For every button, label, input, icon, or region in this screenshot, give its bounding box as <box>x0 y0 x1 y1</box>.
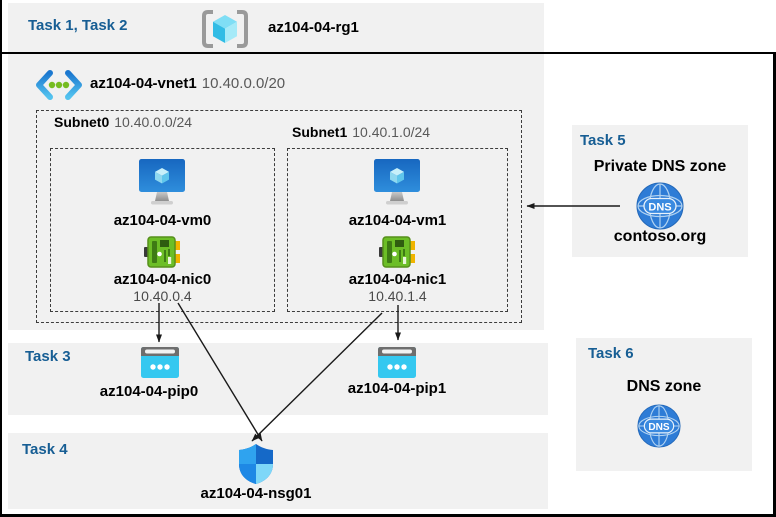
dns-icon-text: DNS <box>648 202 671 214</box>
nic1-name: az104-04-nic1 <box>348 271 447 288</box>
resource-group-icon <box>197 8 253 50</box>
nic0-icon <box>144 235 180 269</box>
nsg-name: az104-04-nsg01 <box>200 485 312 502</box>
task5-panel: Task 5 Private DNS zone DNS contoso.org <box>572 125 748 257</box>
pip1-name: az104-04-pip1 <box>347 380 447 397</box>
task3-label: Task 3 <box>25 348 71 365</box>
banner-task1-task2: Task 1, Task 2 az104-04-rg1 <box>8 3 544 52</box>
task4-panel: Task 4 <box>8 433 548 509</box>
task6-label: Task 6 <box>588 345 634 362</box>
nic1-ip: 10.40.1.4 <box>368 288 427 304</box>
border-right <box>773 52 776 517</box>
dns-zone-icon: DNS <box>637 404 681 448</box>
vm0-icon <box>138 159 186 209</box>
subnet1-name: Subnet1 <box>292 124 348 140</box>
vnet-region <box>8 54 544 330</box>
task4-label: Task 4 <box>22 441 68 458</box>
subnet0-box <box>50 148 275 312</box>
resource-group-name: az104-04-rg1 <box>268 19 359 36</box>
vnet-name: az104-04-vnet1 <box>90 75 197 92</box>
pip0-icon <box>141 347 179 378</box>
nic0-name: az104-04-nic0 <box>113 271 212 288</box>
pip0-name: az104-04-pip0 <box>99 383 199 400</box>
pip1-icon <box>378 347 416 378</box>
border-bottom <box>0 514 776 517</box>
border-left <box>0 0 2 517</box>
vm0-name: az104-04-vm0 <box>113 212 212 229</box>
vm1-name: az104-04-vm1 <box>348 212 447 229</box>
dns-zone-title: DNS zone <box>626 378 702 395</box>
nic0-ip: 10.40.0.4 <box>133 288 192 304</box>
private-dns-zone-icon: DNS <box>636 182 684 230</box>
border-top <box>0 52 776 54</box>
vnet-icon <box>36 70 82 100</box>
nic1-icon <box>379 235 415 269</box>
private-dns-zone-title: Private DNS zone <box>593 158 727 175</box>
vnet-cidr: 10.40.0.0/20 <box>201 75 286 92</box>
vm1-icon <box>373 159 421 209</box>
task5-label: Task 5 <box>580 132 626 149</box>
subnet0-cidr: 10.40.0.0/24 <box>114 114 193 130</box>
dns-icon-text: DNS <box>648 422 670 433</box>
subnet0-name: Subnet0 <box>54 114 110 130</box>
private-dns-zone-name: contoso.org <box>613 228 707 245</box>
nsg-shield-icon <box>239 444 273 484</box>
task1-task2-label: Task 1, Task 2 <box>28 17 128 34</box>
subnet1-cidr: 10.40.1.0/24 <box>352 124 431 140</box>
task3-panel: Task 3 <box>8 343 548 415</box>
task6-panel: Task 6 DNS zone DNS <box>576 338 752 471</box>
